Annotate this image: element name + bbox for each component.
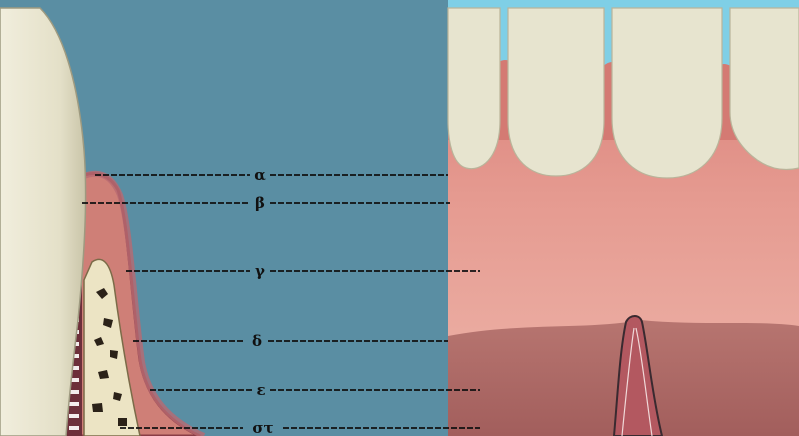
frontal-view-panel <box>448 0 799 436</box>
cross-section-panel <box>0 0 448 436</box>
label-delta: δ <box>252 332 262 350</box>
label-sigma-tau: στ <box>252 419 273 436</box>
label-alpha: α <box>254 166 266 184</box>
label-epsilon: ε <box>256 381 265 399</box>
label-beta: β <box>255 194 265 212</box>
label-gamma: γ <box>255 262 265 280</box>
tooth-2 <box>508 8 604 176</box>
tooth-1 <box>448 8 500 169</box>
tooth-3 <box>612 8 722 178</box>
